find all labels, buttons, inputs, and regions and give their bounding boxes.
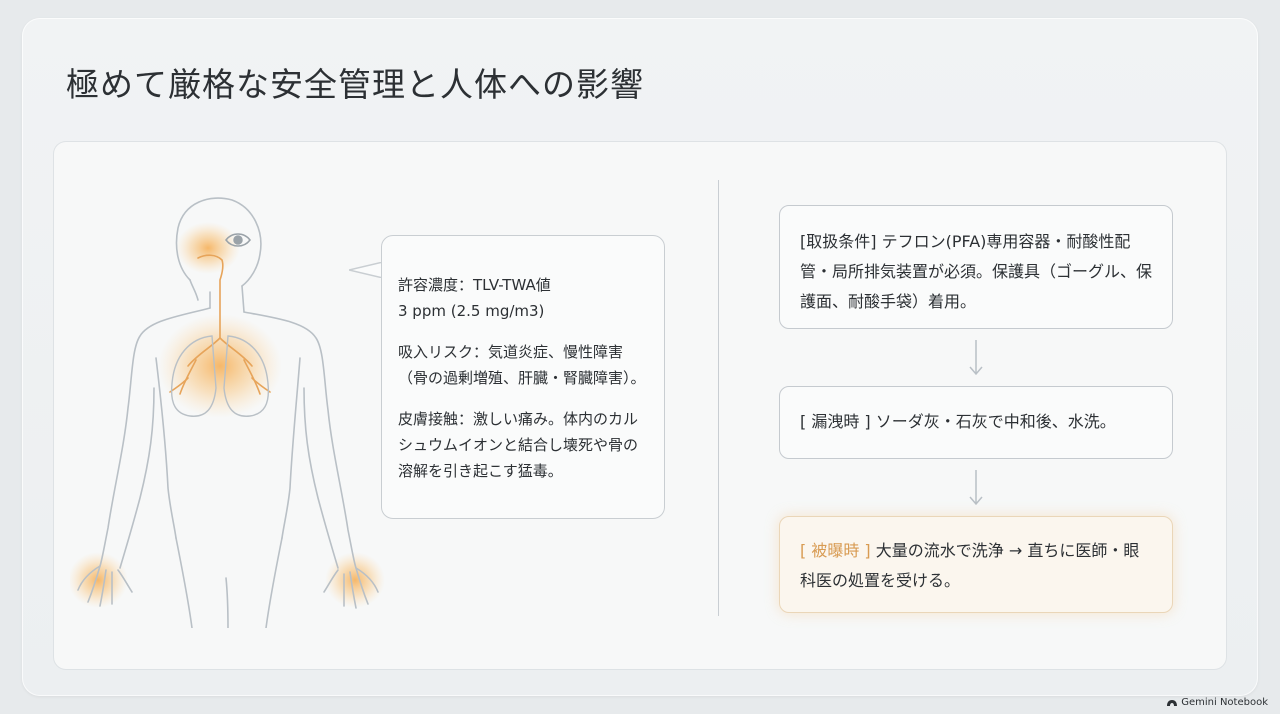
- handling-text: テフロン(PFA)専用容器・耐酸性配管・局所排気装置が必須。保護具（ゴーグル、保…: [800, 232, 1153, 311]
- down-arrow-icon: [969, 470, 983, 506]
- right-hand-glow: [325, 552, 385, 608]
- leak-text: ソーダ灰・石灰で中和後、水洗。: [870, 412, 1116, 431]
- exposure-response-box: [ 被曝時 ] 大量の流水で洗浄 → 直ちに医師・眼科医の処置を受ける。: [779, 516, 1173, 613]
- inhalation-risk-text: 吸入リスク：気道炎症、慢性障害 （骨の過剰増殖、肝臓・腎臓障害）。: [398, 343, 646, 387]
- handling-conditions-box: [取扱条件] テフロン(PFA)専用容器・耐酸性配管・局所排気装置が必須。保護具…: [779, 205, 1173, 329]
- eye-icon: [225, 233, 251, 247]
- brand-watermark: Gemini Notebook: [1166, 697, 1268, 708]
- brand-label: Gemini Notebook: [1181, 697, 1268, 708]
- exposure-limit-text: 許容濃度：TLV-TWA値 3 ppm (2.5 mg/m3): [398, 276, 551, 320]
- exposure-text: 大量の流水で洗浄 → 直ちに医師・眼科医の処置を受ける。: [800, 541, 1140, 590]
- leak-response-box: [ 漏洩時 ] ソーダ灰・石灰で中和後、水洗。: [779, 386, 1173, 459]
- vertical-divider: [718, 180, 719, 616]
- bubble-tail: [349, 262, 383, 278]
- notebook-logo-icon: [1167, 699, 1178, 706]
- leak-tag: [ 漏洩時 ]: [800, 412, 871, 431]
- exposure-tag: [ 被曝時 ]: [800, 541, 871, 560]
- lung-glow: [158, 314, 282, 418]
- skin-contact-text: 皮膚接触：激しい痛み。体内のカル シュウムイオンと結合し壊死や骨の 溶解を引き起…: [398, 410, 639, 480]
- left-hand-glow: [70, 552, 128, 608]
- head-glow: [176, 222, 240, 274]
- slide-title: 極めて厳格な安全管理と人体への影響: [66, 65, 644, 104]
- human-body-illustration: [70, 197, 385, 628]
- health-effects-bubble: 許容濃度：TLV-TWA値 3 ppm (2.5 mg/m3) 吸入リスク：気道…: [381, 235, 665, 519]
- down-arrow-icon: [969, 340, 983, 376]
- handling-tag: [取扱条件]: [800, 232, 877, 251]
